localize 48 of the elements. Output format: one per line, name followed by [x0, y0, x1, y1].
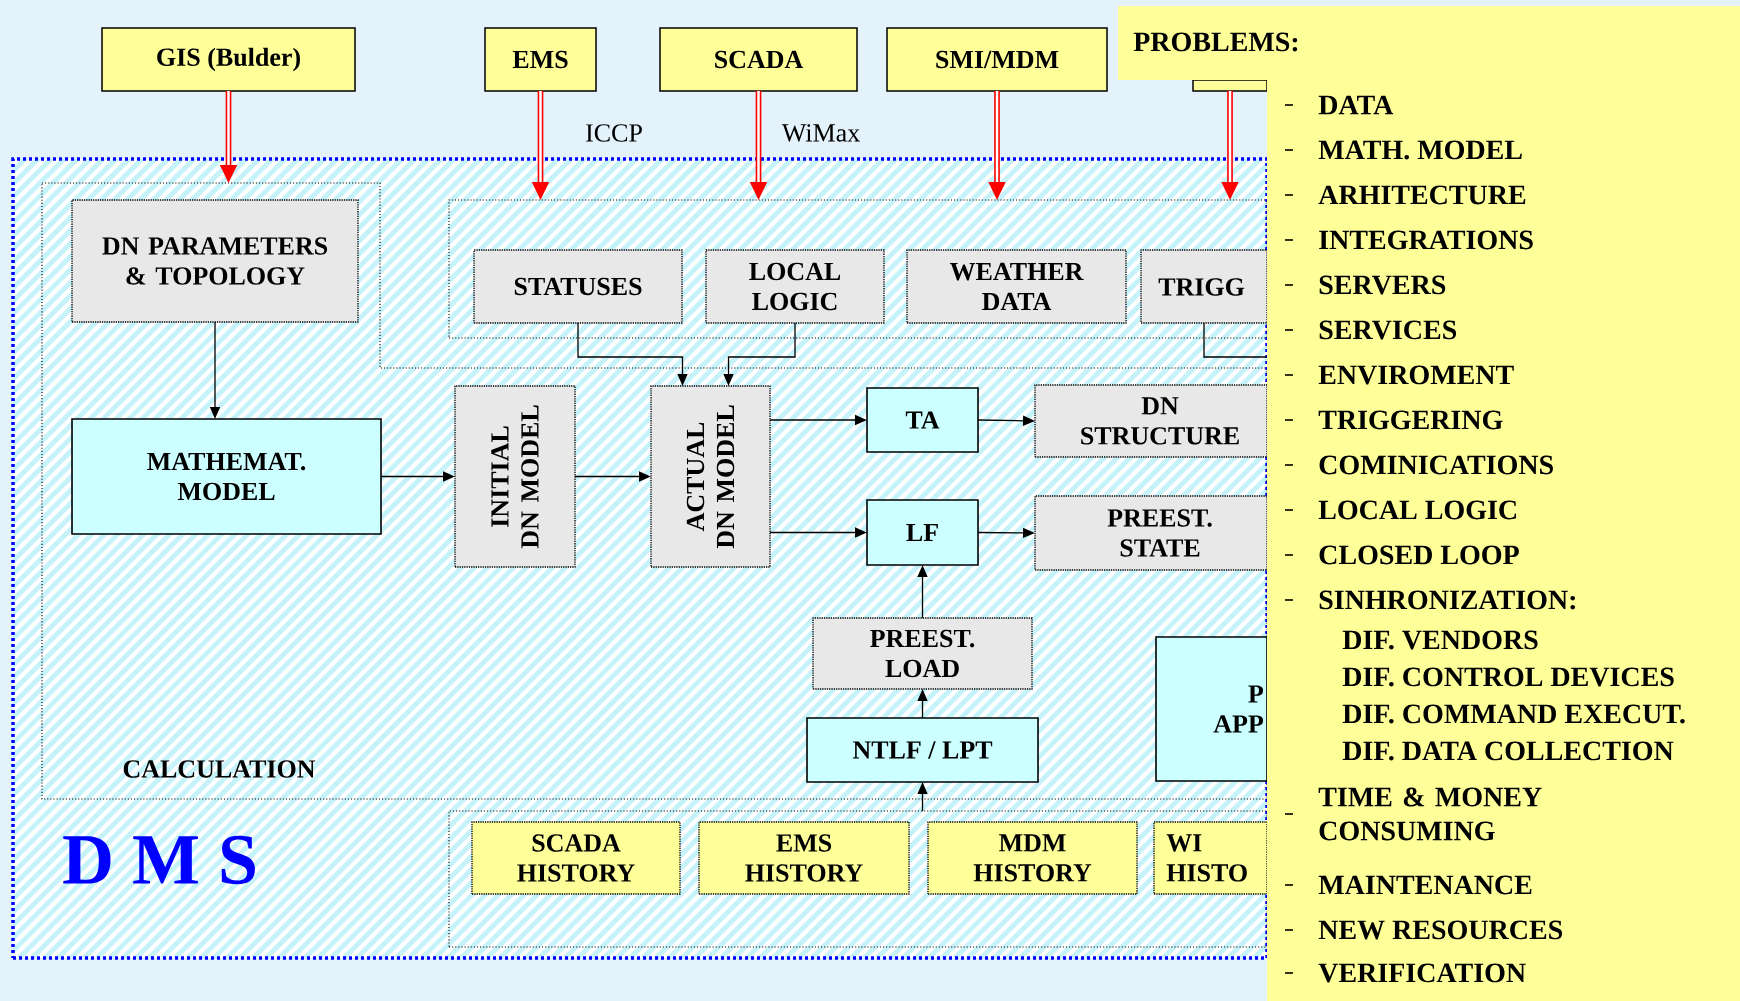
- process-box: INITIAL DN MODEL: [454, 385, 576, 568]
- list-item: ENVIROMENT: [1318, 365, 1514, 385]
- list-item: MAINTENANCE: [1318, 875, 1532, 895]
- process-box: TRIGG: [1140, 249, 1268, 324]
- process-box: NTLF / LPT: [806, 717, 1039, 783]
- list-item: NEW RESOURCES: [1318, 920, 1563, 940]
- list-item: VERIFICATION: [1318, 963, 1526, 983]
- process-box: P APP: [1155, 636, 1268, 782]
- list-item: DIF. COMMAND EXECUT.: [1342, 704, 1685, 724]
- list-item: COMINICATIONS: [1319, 455, 1553, 475]
- history-box: SCADA HISTORY: [471, 821, 681, 895]
- list-item: DIF. CONTROL DEVICES: [1342, 667, 1674, 687]
- group-frame: [448, 199, 1268, 339]
- source-box: GIS (Bulder): [101, 27, 356, 92]
- process-box: TA: [866, 387, 979, 453]
- panel-heading: PROBLEMS:: [1133, 32, 1298, 52]
- process-box: STATUSES: [473, 249, 683, 324]
- process-box: WEATHER DATA: [906, 249, 1127, 324]
- source-box: EMS: [484, 27, 597, 92]
- list-item: TRIGGERING: [1318, 410, 1503, 430]
- list-item: SERVICES: [1319, 320, 1457, 340]
- process-box: PREEST. STATE: [1034, 495, 1268, 571]
- edge-label: ICCP: [583, 122, 645, 144]
- list-item: CLOSED LOOP: [1319, 545, 1519, 565]
- process-box: DN PARAMETERS & TOPOLOGY: [71, 199, 359, 323]
- list-item: SINHRONIZATION:: [1319, 590, 1575, 610]
- process-box: LOCAL LOGIC: [705, 249, 885, 324]
- list-item: DATA: [1318, 95, 1394, 115]
- process-box: PREEST. LOAD: [812, 617, 1033, 690]
- group-frame: [448, 810, 1268, 948]
- list-item: DIF. VENDORS: [1342, 630, 1538, 650]
- process-box: MATHEMAT. MODEL: [71, 418, 382, 535]
- edge-label: WiMax: [779, 122, 863, 144]
- history-box: WI HISTO: [1153, 821, 1268, 895]
- source-box: SCADA: [659, 27, 858, 92]
- list-item: MATH. MODEL: [1318, 140, 1522, 160]
- list-item: DIF. DATA COLLECTION: [1342, 741, 1674, 761]
- list-item: SERVERS: [1319, 275, 1446, 295]
- process-box: ACTUAL DN MODEL: [650, 385, 771, 568]
- history-box: EMS HISTORY: [698, 821, 910, 895]
- list-item: INTEGRATIONS: [1319, 230, 1533, 250]
- process-box: DN STRUCTURE: [1034, 384, 1268, 458]
- history-box: MDM HISTORY: [927, 821, 1138, 895]
- list-item: ARHITECTURE: [1318, 185, 1526, 205]
- list-item: TIME & MONEY CONSUMING: [1318, 787, 1542, 841]
- process-box: LF: [866, 499, 979, 566]
- list-item: LOCAL LOGIC: [1318, 500, 1516, 520]
- source-box: SMI/MDM: [886, 27, 1108, 92]
